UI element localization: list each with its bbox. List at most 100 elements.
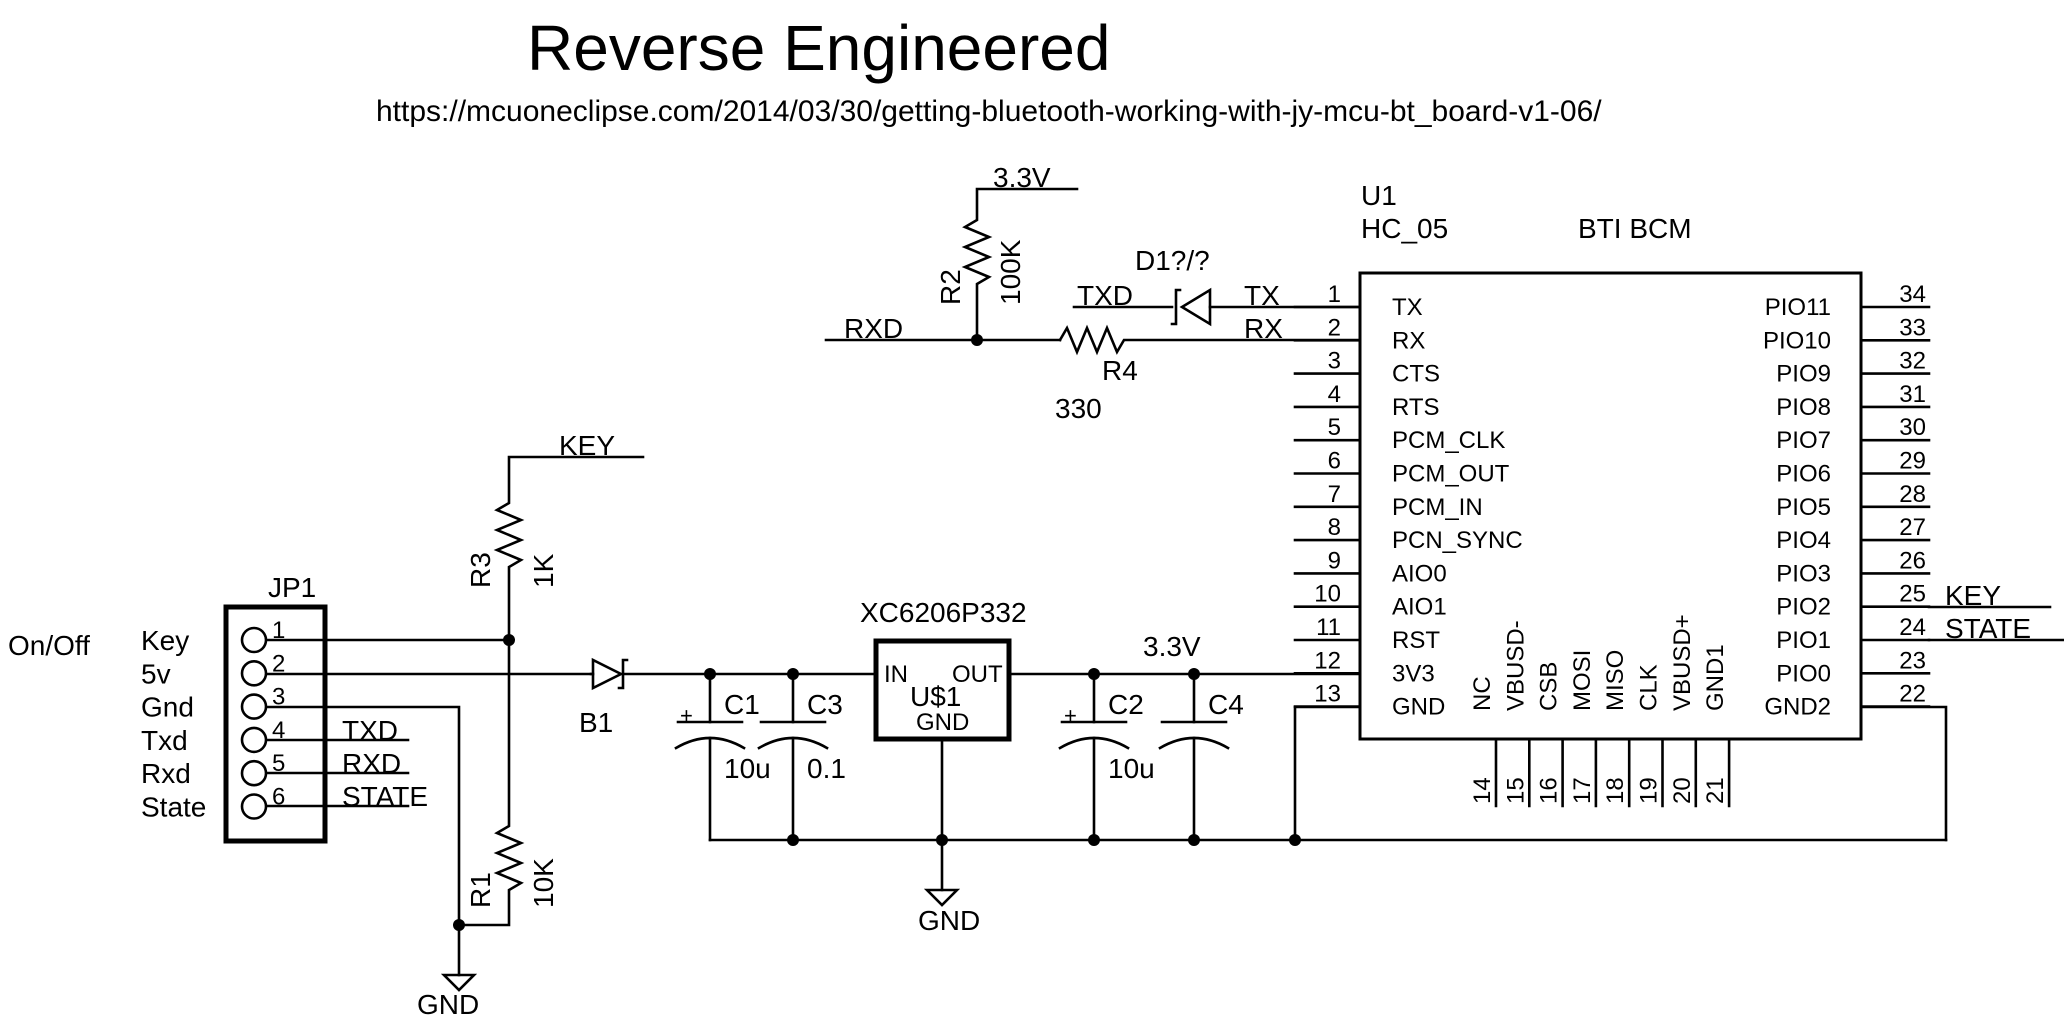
r4-resistor: R4 330 xyxy=(1055,324,1362,424)
u1-chip: BTI BCM xyxy=(1578,213,1692,244)
regulator-part: XC6206P332 xyxy=(860,597,1027,628)
u1-right-pin-name: PIO8 xyxy=(1776,394,1831,421)
u1-bottom-pin-num: 15 xyxy=(1502,777,1529,804)
u1-bottom-pin-num: 14 xyxy=(1469,777,1496,804)
u1-left-pin-name: RST xyxy=(1392,627,1440,654)
source-url: https://mcuoneclipse.com/2014/03/30/gett… xyxy=(376,95,1602,128)
b1-name: B1 xyxy=(579,707,613,738)
jp1-net-txd: TXD xyxy=(342,715,398,746)
u1-left-pin-name: TX xyxy=(1392,294,1423,321)
u1-right-pin-num: 34 xyxy=(1899,281,1926,308)
u1-left-pin-num: 5 xyxy=(1328,414,1341,441)
c1-name: C1 xyxy=(724,689,760,720)
jp1-pin-ring xyxy=(240,693,268,720)
u1-right-pin-name: PIO0 xyxy=(1776,660,1831,687)
u1-bottom-pin-name: VBUSD+ xyxy=(1669,614,1696,711)
rxd-line: RXD xyxy=(824,313,1062,346)
u1-left-pin-name: CTS xyxy=(1392,361,1440,388)
u1-bottom-pin-name: NC xyxy=(1469,676,1496,711)
ground-bus xyxy=(708,705,1948,846)
net-key-out: KEY xyxy=(1945,580,2001,611)
u1-right-pin-num: 24 xyxy=(1899,614,1926,641)
u1-left-pin-num: 6 xyxy=(1328,448,1341,475)
u1-right-pin-num: 23 xyxy=(1899,647,1926,674)
u1-left-pin-name: RTS xyxy=(1392,394,1440,421)
jp1-pin-label: Rxd xyxy=(141,758,191,789)
c2-name: C2 xyxy=(1108,689,1144,720)
u1-left-pin-name: PCN_SYNC xyxy=(1392,527,1523,554)
u1-left-pin-num: 7 xyxy=(1328,481,1341,508)
r3-name: R3 xyxy=(465,552,496,588)
u1-right-pin-num: 26 xyxy=(1899,547,1926,574)
u1-right-pin-num: 27 xyxy=(1899,514,1926,541)
r2-resistor: R2 100K xyxy=(935,187,1079,342)
gnd-left-label: GND xyxy=(417,989,479,1020)
net-3v3-mid: 3.3V xyxy=(1143,631,1201,662)
u1-left-pin-name: GND xyxy=(1392,694,1445,721)
u1-right-pin-name: PIO4 xyxy=(1776,527,1831,554)
net-key: KEY xyxy=(559,430,615,461)
u1-bottom-pin-num: 19 xyxy=(1636,777,1663,804)
c4-name: C4 xyxy=(1208,689,1244,720)
u1-right-pin-name: PIO5 xyxy=(1776,494,1831,521)
u1-bottom-pin-name: VBUSD- xyxy=(1502,620,1529,711)
c3-capacitor: C3 0.1 xyxy=(757,668,846,842)
d1-name: D1?/? xyxy=(1135,245,1210,276)
jp1-pin-label: State xyxy=(141,792,206,823)
u1-right-pin-num: 29 xyxy=(1899,448,1926,475)
net-rxd: RXD xyxy=(844,313,903,344)
u1-right-pin-num: 30 xyxy=(1899,414,1926,441)
u1-left-pin-name: RX xyxy=(1392,327,1425,354)
u1-right-pin-name: GND2 xyxy=(1764,694,1831,721)
regulator-ic: XC6206P332 IN OUT U$1 GND GND xyxy=(860,597,1027,936)
r2-name: R2 xyxy=(935,269,966,305)
u1-left-pin-num: 4 xyxy=(1328,381,1341,408)
net-rx: RX xyxy=(1244,313,1283,344)
c1-value: 10u xyxy=(724,753,771,784)
u1-left-pin-name: PCM_OUT xyxy=(1392,461,1510,488)
jp1-name: JP1 xyxy=(268,572,316,603)
u1-bottom-pin-name: CLK xyxy=(1636,664,1663,711)
c1-pol: + xyxy=(680,703,693,728)
jp1-pin-label: Key xyxy=(141,625,189,656)
u1-right-pin-name: PIO7 xyxy=(1776,427,1831,454)
jp1-pin-label: Gnd xyxy=(141,692,194,723)
u1-left-pin-num: 13 xyxy=(1314,681,1341,708)
u1-left-pin-name: AIO0 xyxy=(1392,560,1447,587)
u1-left-pin-num: 11 xyxy=(1316,614,1341,641)
jp1-pin-ring xyxy=(240,759,268,787)
jp1-side-label: On/Off xyxy=(8,630,90,661)
gnd-mid-label: GND xyxy=(918,905,980,936)
r4-name: R4 xyxy=(1102,355,1138,386)
r1-value: 10K xyxy=(528,858,559,908)
u1-ref: U1 xyxy=(1361,180,1397,211)
jp1-pin-ring xyxy=(240,793,268,820)
r1-name: R1 xyxy=(465,872,496,908)
r1-resistor: R1 10K xyxy=(453,638,559,931)
net-state-out: STATE xyxy=(1945,613,2031,644)
u1-bottom-pin-num: 21 xyxy=(1702,777,1729,804)
b1-diode: B1 xyxy=(579,657,877,738)
net-txd: TXD xyxy=(1077,280,1133,311)
c3-name: C3 xyxy=(807,689,843,720)
u1-right-pin-num: 32 xyxy=(1899,348,1926,375)
u1-bottom-pin-num: 16 xyxy=(1536,777,1563,804)
v33-output-line: 3.3V xyxy=(1007,631,1362,676)
jp1-net-state: STATE xyxy=(342,781,428,812)
u1-left-pin-num: 12 xyxy=(1314,647,1341,674)
c1-capacitor: + C1 10u xyxy=(674,668,771,842)
jp1-pin-num: 5 xyxy=(272,750,285,777)
c2-value: 10u xyxy=(1108,753,1155,784)
u1-bottom-pin-name: CSB xyxy=(1536,662,1563,711)
c2-capacitor: + C2 10u xyxy=(1058,668,1155,842)
regulator-in: IN xyxy=(884,661,908,688)
u1-bottom-pin-num: 18 xyxy=(1602,777,1629,804)
r3-value: 1K xyxy=(528,553,559,588)
u1-left-pin-num: 10 xyxy=(1314,581,1341,608)
u1-left-pin-num: 1 xyxy=(1328,281,1341,308)
u1-left-pin-name: AIO1 xyxy=(1392,594,1447,621)
jp1-pin-ring xyxy=(240,659,268,687)
regulator-gnd: GND xyxy=(916,709,969,736)
u1-right-pin-name: PIO1 xyxy=(1776,627,1831,654)
